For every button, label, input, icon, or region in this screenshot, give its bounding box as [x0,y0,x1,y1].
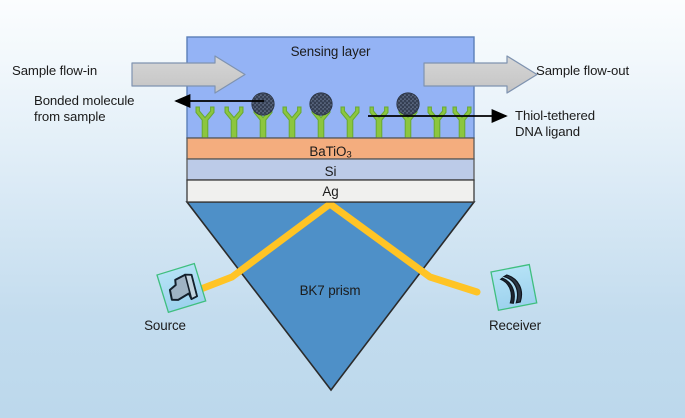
ligand [427,106,447,139]
sensing-layer-label: Sensing layer [290,44,371,59]
bonded-molecule-group [251,92,420,116]
light-receiver-label: Receiver [488,318,542,333]
sample-flow-out-label: Sample flow-out [536,63,630,78]
bonded-molecule [396,92,420,116]
bonded-molecule-label: Bonded molecule from sample [34,93,135,124]
thiol-ligand-label: Thiol-tethered DNA ligand [515,108,595,139]
detector-icon [499,274,523,304]
ligand-group [195,106,472,139]
ligand [340,106,360,139]
light-receiver [490,263,538,312]
layer-ag-label: Ag [322,184,339,199]
light-beam [184,200,481,298]
bk7-prism-label: BK7 prism [299,283,361,298]
flashlight-icon [168,273,198,301]
callout-lines [174,93,508,124]
ligand [282,106,302,139]
sample-flow-in-arrow [131,55,246,94]
ligand [452,106,472,139]
layer-si-label: Si [324,164,337,179]
ligand [224,106,244,139]
light-source [156,262,207,314]
light-source-label: Source [144,318,186,333]
sample-flow-in-label: Sample flow-in [12,63,98,78]
bonded-molecule [309,92,333,116]
sample-flow-out-arrow [423,55,538,94]
layer-stack [186,137,475,203]
layer-batio3-label: BaTiO3 [309,144,352,161]
ligand [195,106,215,139]
layer-ag [186,179,475,203]
bonded-molecule [251,92,275,116]
ligand [369,106,389,139]
